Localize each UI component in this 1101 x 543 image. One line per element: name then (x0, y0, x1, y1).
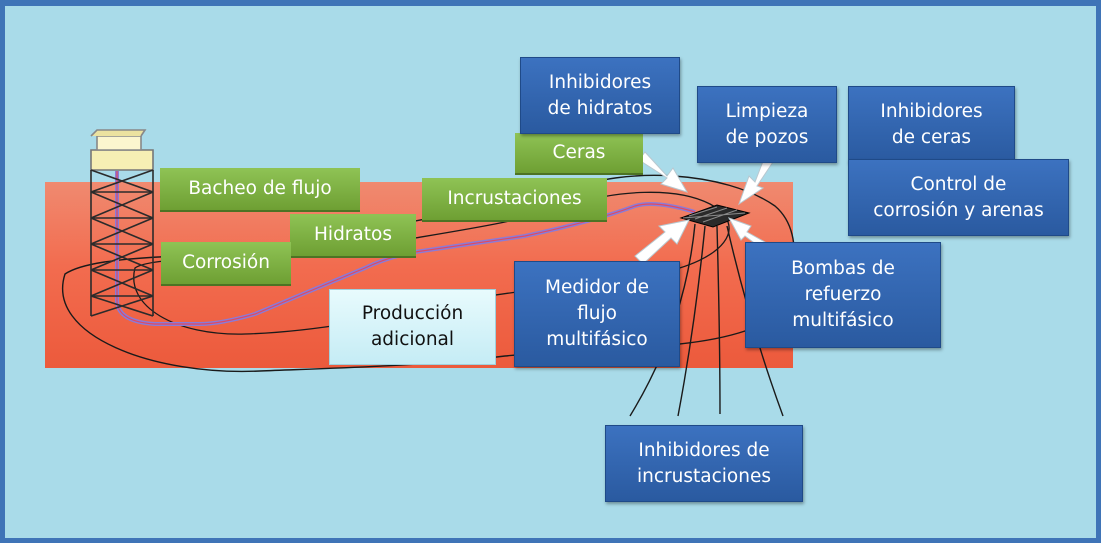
label-control-de-corrosion-y-arenas: Control de corrosión y arenas (848, 159, 1069, 236)
label-bombas-de-refuerzo-multifasico: Bombas de refuerzo multifásico (745, 242, 941, 348)
label-incrustaciones: Incrustaciones (422, 178, 607, 222)
pipeline-core (116, 171, 696, 325)
label-ceras: Ceras (515, 133, 643, 175)
label-inhibidores-de-hidratos: Inhibidores de hidratos (520, 57, 680, 134)
label-medidor-de-flujo-multifasico: Medidor de flujo multifásico (514, 261, 680, 367)
label-inhibidores-de-incrustaciones: Inhibidores de incrustaciones (605, 425, 803, 502)
wellhead-manifold-icon (679, 204, 751, 228)
label-bacheo-de-flujo: Bacheo de flujo (160, 168, 360, 212)
label-inhibidores-de-ceras: Inhibidores de ceras (848, 86, 1015, 163)
label-hidratos: Hidratos (290, 214, 416, 258)
platform-icon (90, 129, 154, 317)
label-produccion-adicional: Producción adicional (329, 289, 496, 365)
arrow-icon (634, 151, 774, 265)
label-corrosion: Corrosión (161, 242, 291, 286)
label-limpieza-de-pozos: Limpieza de pozos (697, 86, 837, 163)
